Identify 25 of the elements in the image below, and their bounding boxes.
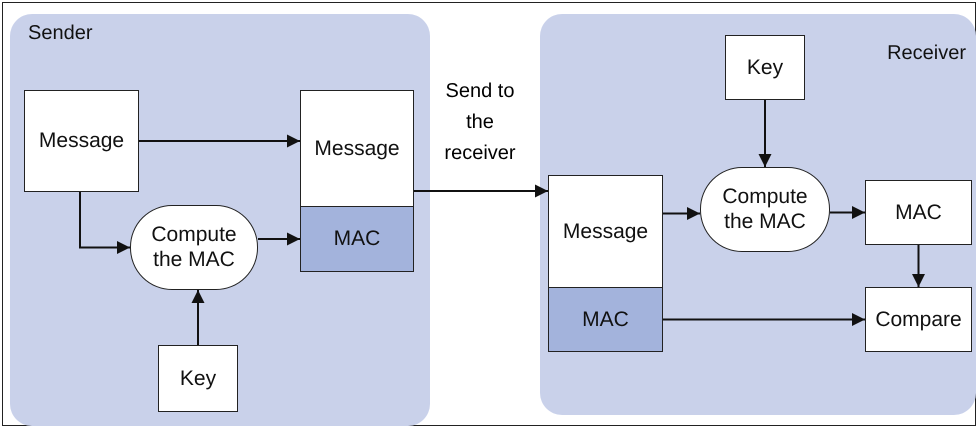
process-box: Message <box>24 90 139 192</box>
group-panel <box>10 14 430 426</box>
arrow <box>192 290 204 345</box>
mac-box: MAC <box>548 287 663 352</box>
arrow <box>79 192 130 254</box>
mac-box: MAC <box>300 206 414 272</box>
arrow <box>258 232 300 246</box>
arrow <box>414 184 548 198</box>
panel-title: Sender <box>28 22 92 45</box>
process-box: Compare <box>865 287 972 352</box>
arrow <box>139 134 300 148</box>
process-box: Message <box>548 175 663 288</box>
process-pill: Compute the MAC <box>130 205 258 290</box>
panel-title: Receiver <box>887 42 966 65</box>
arrow <box>912 245 925 287</box>
arrow <box>830 206 865 219</box>
process-box: Key <box>725 35 805 100</box>
arrow <box>663 313 865 326</box>
process-box: MAC <box>865 180 972 245</box>
process-box: Key <box>158 345 238 412</box>
process-box: Message <box>300 90 414 207</box>
arrow <box>663 207 700 220</box>
process-pill: Compute the MAC <box>700 167 830 252</box>
group-panel <box>540 14 976 415</box>
arrow <box>758 100 772 167</box>
